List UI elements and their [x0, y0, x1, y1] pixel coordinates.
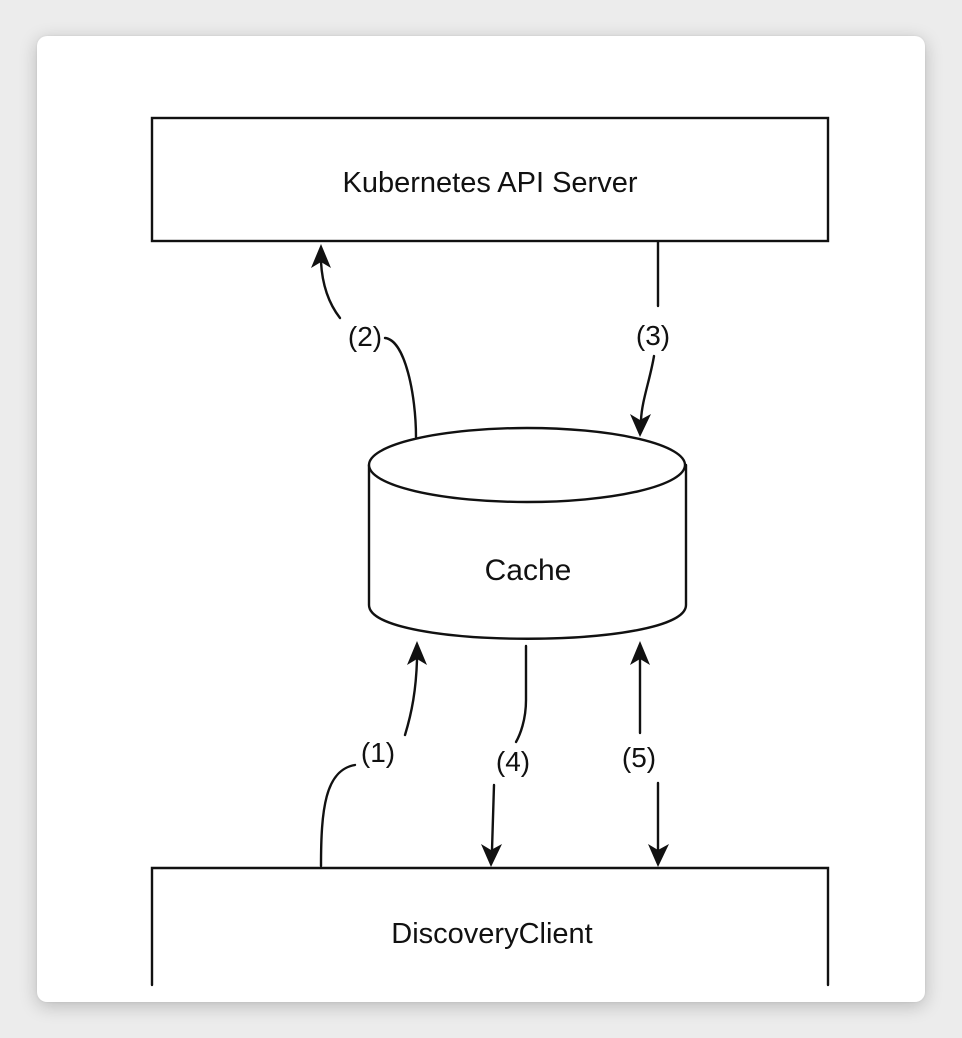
cache-label: Cache [485, 554, 572, 587]
api-server-label: Kubernetes API Server [343, 167, 638, 199]
edge-5-arrowhead-down [648, 844, 669, 867]
edge-5-arrowhead-up [630, 641, 650, 665]
edge-1-arrowhead [407, 641, 427, 665]
edge-5: (5) [622, 641, 669, 867]
discovery-client-box [150, 866, 830, 987]
edge-2-line-upper [319, 260, 342, 320]
edge-3-line-lower [639, 354, 656, 422]
edge-5-label: (5) [622, 742, 656, 773]
edge-2-arrowhead [311, 244, 331, 268]
api-server-node: Kubernetes API Server [150, 116, 830, 243]
edge-1-line-upper [403, 658, 419, 737]
edge-4-line-lower [490, 783, 496, 852]
edge-4: (4) [481, 644, 530, 867]
edge-2-label: (2) [348, 321, 382, 352]
cache-cylinder-body [367, 463, 688, 640]
edge-4-line-upper [514, 644, 528, 744]
edge-2-line-lower [383, 336, 418, 439]
edge-3: (3) [630, 240, 670, 437]
edge-1-line-lower [319, 763, 357, 868]
edge-4-arrowhead [481, 844, 502, 867]
discovery-client-label: DiscoveryClient [391, 918, 592, 950]
edge-1: (1) [319, 641, 427, 868]
edge-4-label: (4) [496, 746, 530, 777]
discovery-client-node: DiscoveryClient [150, 866, 830, 987]
cache-cylinder-top [367, 426, 687, 504]
cache-node: Cache [367, 426, 688, 640]
edge-2: (2) [311, 244, 418, 439]
api-server-box [150, 116, 830, 243]
edge-1-label: (1) [361, 737, 395, 768]
edge-3-label: (3) [636, 320, 670, 351]
edge-3-arrowhead [630, 414, 651, 437]
